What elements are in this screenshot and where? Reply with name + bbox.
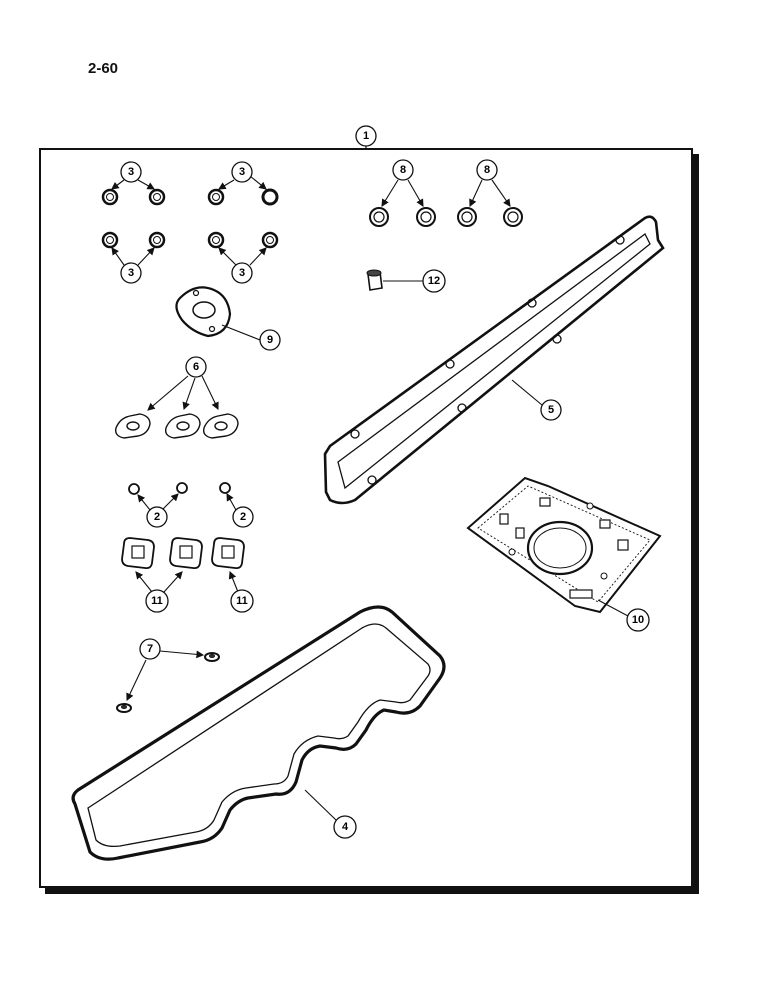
svg-text:3: 3 [239, 166, 245, 178]
small-gasket [202, 413, 239, 439]
svg-text:11: 11 [151, 595, 163, 607]
svg-text:5: 5 [548, 404, 554, 416]
callout-11a: 11 [145, 589, 169, 613]
callout-12: 12 [422, 269, 446, 293]
gasket-group-6 [114, 413, 239, 439]
washer [116, 703, 132, 713]
o-ring [128, 483, 140, 495]
head-gasket-part-10 [466, 476, 662, 617]
svg-text:11: 11 [236, 595, 248, 607]
svg-text:8: 8 [400, 164, 406, 176]
callout-3d: 3 [231, 262, 253, 284]
o-ring [369, 207, 389, 227]
flange-gasket-part-9 [175, 286, 261, 341]
svg-text:6: 6 [193, 361, 199, 373]
svg-text:2: 2 [240, 511, 246, 523]
o-ring [148, 231, 166, 249]
svg-text:7: 7 [147, 643, 153, 655]
callout-11b: 11 [230, 589, 254, 613]
callout-9: 9 [259, 329, 281, 351]
callout-3a: 3 [120, 161, 142, 183]
square-gasket [169, 537, 203, 570]
svg-text:9: 9 [267, 334, 273, 346]
svg-text:2: 2 [154, 511, 160, 523]
oil-pan-gasket-part-4 [71, 605, 446, 861]
o-ring [457, 207, 477, 227]
callout-8b: 8 [476, 159, 498, 181]
o-ring [148, 188, 166, 206]
svg-text:3: 3 [128, 166, 134, 178]
o-ring-group-2 [128, 482, 231, 495]
svg-text:10: 10 [632, 614, 644, 626]
washer [204, 652, 220, 662]
callout-7: 7 [139, 638, 161, 660]
svg-text:3: 3 [239, 267, 245, 279]
o-ring [503, 207, 523, 227]
o-ring-group-3 [101, 188, 279, 249]
o-ring [416, 207, 436, 227]
o-ring [176, 482, 188, 494]
fitting-part-12 [366, 269, 423, 291]
o-ring [261, 231, 279, 249]
washer-group-7 [116, 650, 220, 713]
svg-text:3: 3 [128, 267, 134, 279]
svg-text:12: 12 [428, 275, 440, 287]
small-gasket [114, 413, 151, 439]
square-gasket [121, 537, 155, 570]
o-ring [261, 188, 279, 206]
svg-text:8: 8 [484, 164, 490, 176]
o-ring [219, 482, 231, 494]
callout-1: 1 [355, 125, 377, 150]
square-gasket [211, 537, 245, 570]
callout-3c: 3 [120, 262, 142, 284]
callout-5: 5 [540, 399, 562, 421]
callout-6: 6 [185, 356, 207, 378]
callout-4: 4 [333, 815, 357, 839]
o-ring [101, 231, 119, 249]
o-ring-group-8 [369, 207, 523, 227]
o-ring [101, 188, 119, 206]
cover-gasket-part-5 [323, 215, 665, 505]
callout-10: 10 [626, 608, 650, 632]
o-ring [207, 188, 225, 206]
page-number: 2-60 [88, 60, 119, 77]
gasket-group-11 [121, 537, 245, 570]
callout-2a: 2 [146, 506, 168, 528]
svg-text:1: 1 [363, 130, 369, 142]
callout-8a: 8 [392, 159, 414, 181]
svg-text:4: 4 [342, 821, 349, 833]
callout-2b: 2 [232, 506, 254, 528]
callout-3b: 3 [231, 161, 253, 183]
o-ring [207, 231, 225, 249]
small-gasket [164, 413, 201, 439]
